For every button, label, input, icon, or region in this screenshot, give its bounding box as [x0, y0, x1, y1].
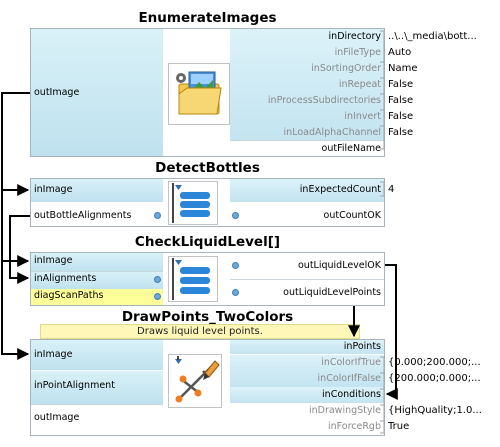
draw-in-point-alignment-cell	[31, 371, 163, 404]
enumerate-in-directory[interactable]: inDirectory	[328, 31, 381, 42]
draw-in-force-rgb-label[interactable]: inForceRgb	[327, 421, 381, 432]
enumerate-in-sorting-order-value[interactable]: Name	[388, 63, 418, 74]
detect-in-image-cell	[31, 179, 163, 202]
enumerate-in-invert[interactable]: inInvert	[344, 111, 381, 122]
draw-in-conditions-label[interactable]: inConditions	[322, 389, 381, 400]
enumerate-images-title: EnumerateImages	[138, 10, 277, 26]
detect-icon-box	[168, 181, 218, 225]
check-out-liquid-level-points-label[interactable]: outLiquidLevelPoints	[283, 287, 381, 298]
detect-in-expected-count-label[interactable]: inExpectedCount	[299, 184, 381, 195]
draw-in-points-label[interactable]: inPoints	[343, 341, 381, 352]
draw-in-image-label[interactable]: inImage	[34, 349, 73, 360]
draw-in-image-cell	[31, 340, 163, 370]
detect-bottles-block[interactable]: inImage outBottleAlignments inExpectedCo…	[30, 178, 385, 227]
check-level-points-dot	[232, 289, 239, 296]
draw-in-drawing-style-label[interactable]: inDrawingStyle	[308, 405, 381, 416]
detect-in-image-label[interactable]: inImage	[34, 184, 73, 195]
check-liquid-level-block[interactable]: inImage inAlignments diagScanPaths outLi…	[30, 252, 385, 306]
array-loop-icon	[172, 258, 210, 300]
wire-out-image-to-detect	[1, 92, 30, 196]
check-icon-box	[168, 256, 218, 302]
enumerate-left-panel	[31, 29, 163, 156]
enumerate-in-process-subdirectories[interactable]: inProcessSubdirectories	[267, 95, 381, 106]
check-in-alignments-cell	[31, 271, 163, 289]
check-diag-scan-paths-label[interactable]: diagScanPaths	[34, 290, 104, 301]
wire-out-image-to-check	[1, 190, 30, 267]
folder-images-icon	[176, 71, 222, 115]
draw-points-title: DrawPoints_TwoColors	[121, 309, 294, 325]
draw-out-image-label[interactable]: outImage	[34, 412, 80, 423]
detect-count-ok-dot	[232, 212, 239, 219]
check-level-ok-dot	[232, 262, 239, 269]
enumerate-in-invert-value[interactable]: False	[388, 111, 414, 122]
enumerate-icon-box	[168, 63, 230, 125]
draw-in-force-rgb-value[interactable]: True	[388, 421, 410, 432]
check-out-sep	[230, 279, 384, 280]
check-in-image-cell	[31, 253, 163, 271]
draw-in-drawing-style-value[interactable]: {HighQuality;1.0...	[388, 405, 482, 416]
check-in-image-label[interactable]: inImage	[34, 255, 73, 266]
check-diag-dot	[154, 293, 161, 300]
check-alignments-dot	[154, 276, 161, 283]
draw-points-icon	[175, 356, 220, 403]
detect-bottles-title: DetectBottles	[155, 160, 260, 176]
draw-in-color-if-false-label[interactable]: inColorIfFalse	[317, 373, 381, 384]
check-liquid-level-title: CheckLiquidLevel[]	[134, 234, 281, 250]
detect-out-bottle-alignments-label[interactable]: outBottleAlignments	[34, 210, 132, 221]
enumerate-in-process-subdirectories-value[interactable]: False	[388, 95, 414, 106]
draw-in-color-if-false-value[interactable]: {200.000;0.000;...	[388, 373, 481, 384]
detect-in-expected-count-value[interactable]: 4	[388, 184, 395, 195]
enumerate-out-file-name[interactable]: outFileName	[321, 143, 381, 154]
draw-left-sep	[31, 404, 163, 405]
draw-in-colors-cell	[230, 355, 384, 387]
draw-points-block[interactable]: inImage inPointAlignment outImage inPoin…	[30, 339, 385, 436]
wire-liquid-level-ok-to-conditions	[385, 264, 398, 400]
check-in-alignments-label[interactable]: inAlignments	[34, 273, 97, 284]
check-out-liquid-level-ok-label[interactable]: outLiquidLevelOK	[298, 260, 381, 271]
detect-in-expected-count-cell	[230, 179, 384, 202]
draw-icon-box	[168, 354, 222, 408]
enumerate-in-repeat-value[interactable]: False	[388, 79, 414, 90]
enumerate-in-load-alpha-channel[interactable]: inLoadAlphaChannel	[283, 127, 381, 138]
enumerate-in-file-type[interactable]: inFileType	[334, 47, 381, 58]
detect-array-dot	[154, 212, 161, 219]
enumerate-images-block[interactable]: outImage inDirectory inFileType inSortin…	[30, 28, 385, 157]
value-brackets	[380, 30, 385, 434]
draw-in-points-cell	[230, 340, 384, 354]
wire-out-image-to-draw	[1, 261, 30, 360]
enumerate-out-image-label[interactable]: outImage	[34, 87, 80, 98]
enumerate-inputs-panel	[230, 29, 384, 140]
draw-in-point-alignment-label[interactable]: inPointAlignment	[34, 380, 115, 391]
enumerate-in-repeat[interactable]: inRepeat	[338, 79, 381, 90]
draw-in-color-if-true-value[interactable]: {0.000;200.000;...	[388, 357, 481, 368]
enumerate-in-load-alpha-channel-value[interactable]: False	[388, 127, 414, 138]
detect-out-count-ok-label[interactable]: outCountOK	[323, 210, 381, 221]
enumerate-sep	[230, 140, 384, 141]
draw-in-color-if-true-label[interactable]: inColorIfTrue	[321, 357, 381, 368]
array-loop-icon	[172, 183, 210, 223]
enumerate-in-file-type-value[interactable]: Auto	[388, 47, 412, 58]
check-diag-scan-paths-cell	[31, 289, 163, 305]
draw-in-conditions-cell	[230, 387, 384, 403]
wire-alignments	[9, 215, 30, 284]
enumerate-in-sorting-order[interactable]: inSortingOrder	[311, 63, 381, 74]
enumerate-in-directory-value[interactable]: ..\..\_media\bott...	[388, 31, 477, 42]
